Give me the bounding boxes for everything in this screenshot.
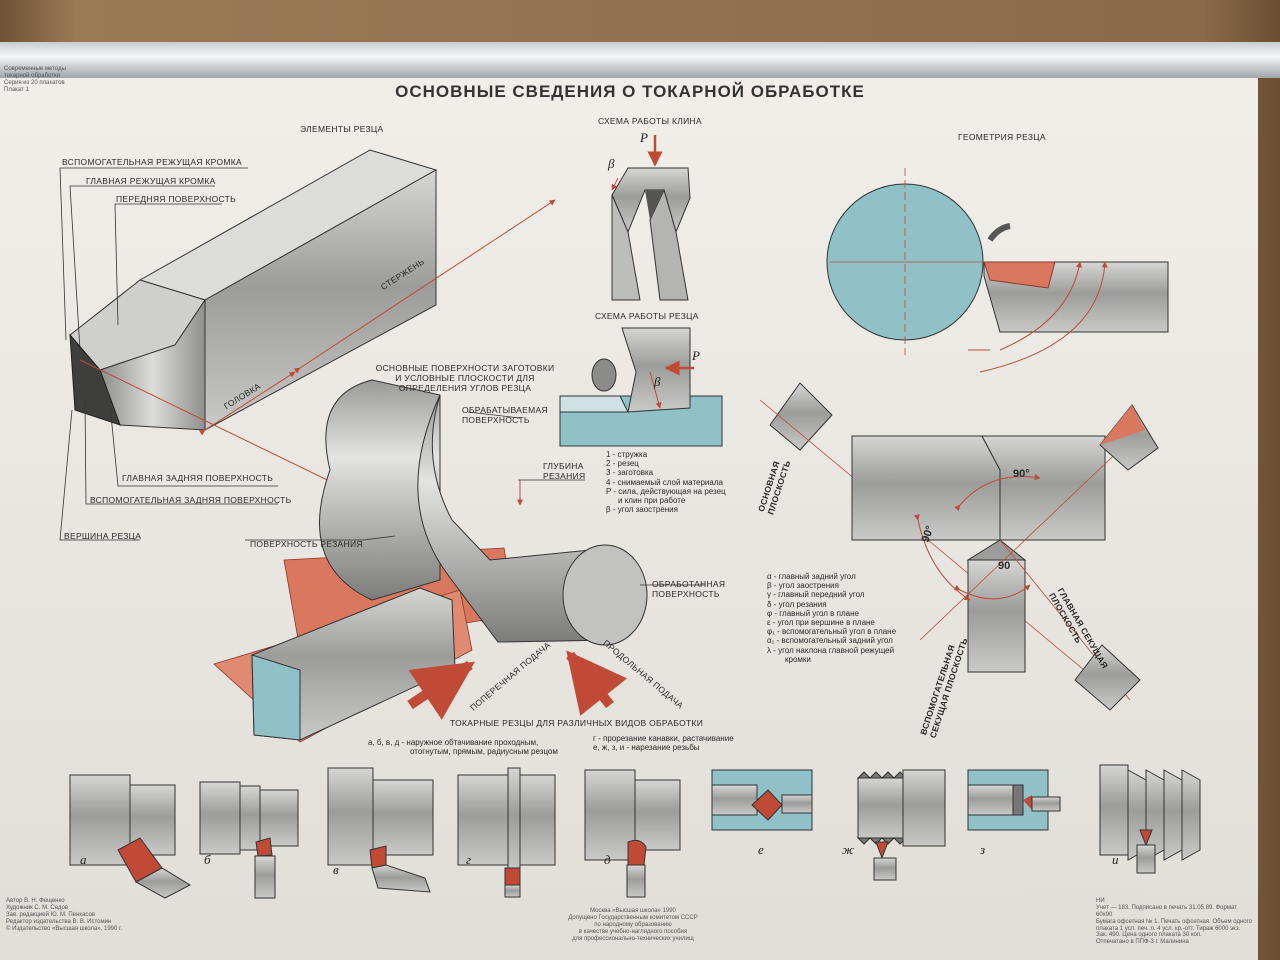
- wedge-scheme-drawing: [611, 135, 691, 301]
- aluminium-rail: [0, 42, 1280, 78]
- tools-desc-line: е, ж, з, и - нарезание резьбы: [593, 743, 700, 753]
- wedge-legend-item: 4 - снимаемый слой материала: [606, 477, 723, 487]
- wedge-legend-item: 2 - резец: [606, 459, 639, 469]
- footer-line: плаката 1 усл. печ. л. 4 усл. кр.-отт. Т…: [1096, 925, 1241, 932]
- tools-desc-right: г - прорезание канавки, растачивание е, …: [593, 734, 734, 752]
- elements-heading: ЭЛЕМЕНТЫ РЕЗЦА: [300, 124, 384, 134]
- workpiece-drawing: [213, 379, 705, 743]
- workpiece-heading-line: ОСНОВНЫЕ ПОВЕРХНОСТИ ЗАГОТОВКИ: [375, 363, 555, 373]
- tool-row-drawing: [69, 764, 1201, 899]
- tool-letter-b: б: [204, 852, 211, 867]
- tool-letter-a: а: [80, 852, 87, 867]
- tools-desc-line: а, б, в, д - наружное обтачивание проход…: [368, 738, 539, 747]
- series-note-line: Плакат 1: [4, 86, 29, 93]
- label-finished: ОБРАБОТАННАЯ ПОВЕРХНОСТЬ: [652, 579, 726, 600]
- series-note-line: токарной обработки: [4, 72, 60, 79]
- cutter-elements-drawing: [59, 149, 556, 541]
- footer-line: по народному образованию: [594, 921, 672, 928]
- label-machined-line: ОБРАБАТЫВАЕМАЯ: [462, 405, 548, 415]
- label-main-back: ГЛАВНАЯ ЗАДНЯЯ ПОВЕРХНОСТЬ: [122, 473, 274, 483]
- poster-title: ОСНОВНЫЕ СВЕДЕНИЯ О ТОКАРНОЙ ОБРАБОТКЕ: [395, 82, 865, 101]
- force-p-label: P: [640, 130, 648, 145]
- footer-line: Допущено Государственным комитетом СССР: [568, 914, 698, 921]
- geometry-legend-item: β - угол заострения: [767, 581, 839, 591]
- workpiece-heading-line: И УСЛОВНЫЕ ПЛОСКОСТИ ДЛЯ: [395, 372, 535, 383]
- series-note-line: Серия из 20 плакатов: [4, 79, 65, 86]
- tool-letter-i: и: [1112, 852, 1119, 867]
- footer-line: Учет — 183. Подписано в печать 31.05.89.…: [1096, 904, 1237, 918]
- beta-label-2: β: [654, 374, 661, 389]
- workpiece-heading-line: ОПРЕДЕЛЕНИЯ УГЛОВ РЕЗЦА: [398, 382, 532, 393]
- footer-line: Автор В. Н. Фещенко: [6, 898, 65, 904]
- footer-publisher: Москва «Высшая школа» 1990 Допущено Госу…: [568, 908, 698, 942]
- label-machined-line: ПОВЕРХНОСТЬ: [462, 414, 530, 425]
- footer-line: НИ: [1096, 898, 1105, 904]
- footer-line: Зак. 490. Цена одного плаката 30 коп.: [1096, 932, 1202, 939]
- cutter-scheme-drawing: [559, 327, 723, 447]
- geometry-drawing: [759, 168, 1169, 711]
- footer-line: в качестве учебно-наглядного пособия: [578, 928, 688, 935]
- label-finished-line: ОБРАБОТАННАЯ: [652, 579, 726, 589]
- label-tip: ВЕРШИНА РЕЗЦА: [64, 531, 142, 541]
- footer-line: Москва «Высшая школа» 1990: [590, 908, 676, 914]
- geometry-legend-item: γ - главный передний угол: [767, 590, 865, 600]
- geometry-legend-item: α₁ - вспомогательный задний угол: [767, 636, 893, 646]
- geometry-legend-item: α - главный задний угол: [767, 572, 856, 581]
- workpiece-heading: ОСНОВНЫЕ ПОВЕРХНОСТИ ЗАГОТОВКИ И УСЛОВНЫ…: [375, 363, 555, 393]
- tool-letter-v: в: [333, 862, 339, 877]
- footer-line: Редактор издательства В. В. Истомин: [6, 918, 112, 925]
- wedge-legend-item: β - угол заострения: [606, 505, 678, 515]
- tool-letter-zh: ж: [842, 842, 855, 857]
- geometry-heading: ГЕОМЕТРИЯ РЕЗЦА: [958, 132, 1046, 142]
- tools-desc-left: а, б, в, д - наружное обтачивание проход…: [368, 738, 558, 756]
- label-depth-line: ГЛУБИНА: [543, 461, 584, 471]
- label-machined: ОБРАБАТЫВАЕМАЯ ПОВЕРХНОСТЬ: [462, 405, 548, 426]
- label-cut-surface: ПОВЕРХНОСТЬ РЕЗАНИЯ: [250, 539, 363, 549]
- geometry-legend: α - главный задний угол β - угол заостре…: [767, 572, 896, 664]
- angle-90-bottom: 90: [998, 560, 1011, 572]
- tool-letter-d: д: [604, 852, 611, 867]
- geometry-legend-item: φ - главный угол в плане: [767, 608, 859, 618]
- series-note-line: Современные методы: [4, 66, 66, 72]
- force-p-label-2: P: [692, 348, 700, 363]
- angle-90-top: 90°: [1013, 468, 1030, 480]
- wedge-legend-item: и клин при работе: [618, 495, 686, 505]
- wedge-legend: 1 - стружка 2 - резец 3 - заготовка 4 - …: [606, 450, 726, 514]
- footer-line: © Издательство «Высшая школа», 1990 г.: [6, 925, 123, 932]
- tools-desc-line: г - прорезание канавки, растачивание: [593, 734, 734, 743]
- tools-desc-line: отогнутым, прямым, радиусным резцом: [410, 747, 558, 757]
- footer-print-info: НИ Учет — 183. Подписано в печать 31.05.…: [1096, 898, 1254, 946]
- label-depth-line: РЕЗАНИЯ: [543, 470, 586, 481]
- geometry-legend-item: δ - угол резания: [767, 599, 827, 609]
- label-aux-back: ВСПОМОГАТЕЛЬНАЯ ЗАДНЯЯ ПОВЕРХНОСТЬ: [90, 495, 292, 505]
- wedge-heading: СХЕМА РАБОТЫ КЛИНА: [598, 116, 702, 126]
- footer-line: для профессионально-технических училищ: [572, 935, 694, 942]
- label-front-face: ПЕРЕДНЯЯ ПОВЕРХНОСТЬ: [116, 194, 237, 204]
- tool-letter-z: з: [980, 842, 986, 857]
- wedge-legend-item: P - сила, действующая на резец: [606, 486, 726, 496]
- label-main-edge: ГЛАВНАЯ РЕЖУЩАЯ КРОМКА: [86, 176, 216, 186]
- wedge-legend-item: 3 - заготовка: [606, 468, 654, 478]
- tools-heading: ТОКАРНЫЕ РЕЗЦЫ ДЛЯ РАЗЛИЧНЫХ ВИДОВ ОБРАБ…: [450, 718, 704, 728]
- label-depth: ГЛУБИНА РЕЗАНИЯ: [543, 461, 586, 482]
- label-aux-edge: ВСПОМОГАТЕЛЬНАЯ РЕЖУЩАЯ КРОМКА: [62, 157, 242, 167]
- beta-label: β: [608, 156, 615, 171]
- footer-line: Бумага офсетная № 1. Печать офсетная. Об…: [1096, 918, 1253, 925]
- cutter-scheme-heading: СХЕМА РАБОТЫ РЕЗЦА: [595, 311, 699, 321]
- geometry-legend-item: кромки: [785, 654, 811, 664]
- footer-line: Отпечатано в ППФ-3 г. Малинина: [1096, 939, 1189, 946]
- label-finished-line: ПОВЕРХНОСТЬ: [652, 588, 720, 599]
- geometry-legend-item: ε - угол при вершине в плане: [767, 617, 875, 627]
- footer-line: Художник С. М. Седов: [6, 904, 68, 911]
- footer-line: Зав. редакцией Ю. М. Пенкасов: [6, 911, 96, 918]
- footer-credits: Автор В. Н. Фещенко Художник С. М. Седов…: [6, 898, 122, 932]
- series-note: Современные методы токарной обработки Се…: [4, 66, 66, 94]
- tool-letter-e: е: [758, 842, 764, 857]
- tool-letter-g: г: [466, 852, 472, 867]
- geometry-legend-item: λ - угол наклона главной режущей: [767, 645, 895, 655]
- wedge-legend-item: 1 - стружка: [606, 450, 648, 459]
- geometry-legend-item: φ₁ - вспомогательный угол в плане: [767, 627, 897, 637]
